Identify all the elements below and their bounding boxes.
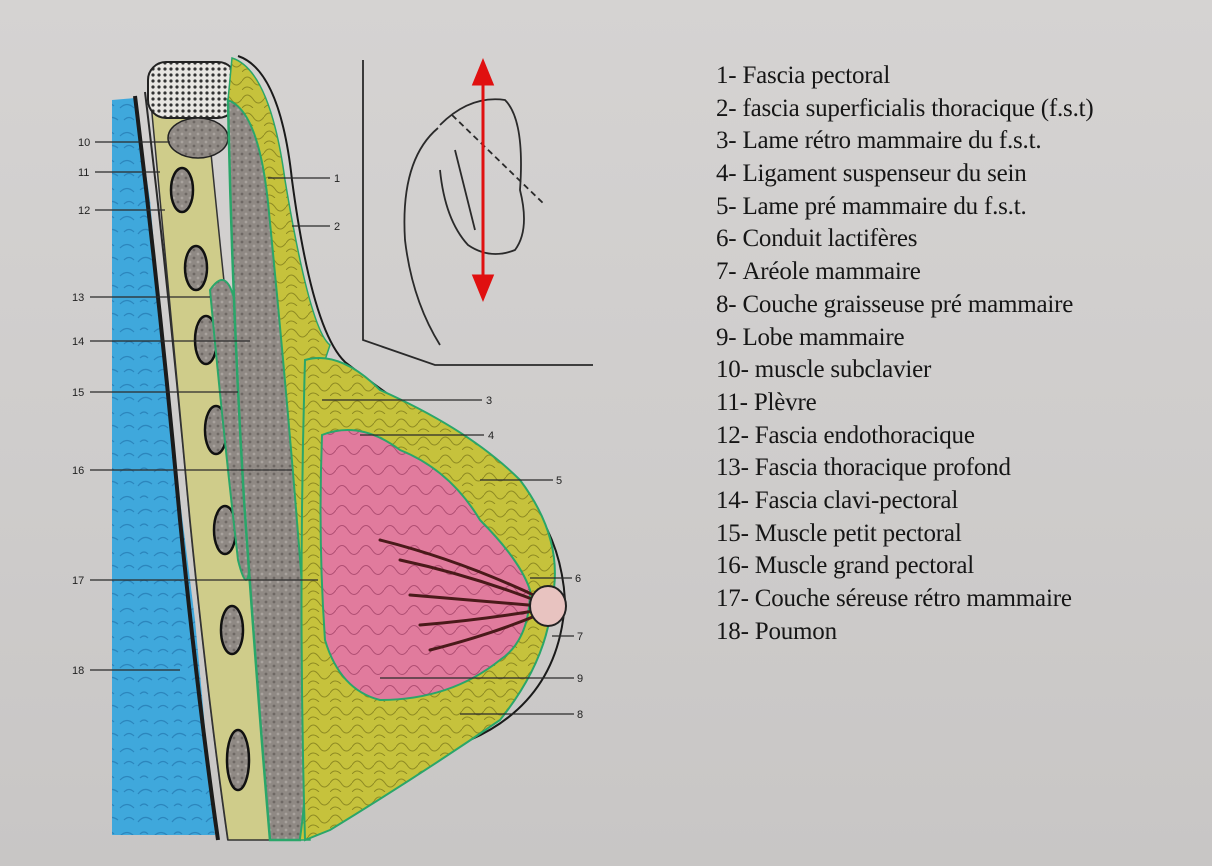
callout-number-8: 8	[577, 709, 583, 721]
legend-item: 17-Couche séreuse rétro mammaire	[716, 583, 1212, 616]
legend-item-text: Fascia pectoral	[742, 62, 890, 89]
legend-item-number: 17-	[716, 585, 749, 612]
legend-item-text: Ligament suspenseur du sein	[742, 160, 1026, 187]
legend-item-text: Muscle grand pectoral	[755, 552, 974, 579]
legend-item: 8-Couche graisseuse pré mammaire	[716, 289, 1212, 322]
legend-item-text: Lobe mammaire	[742, 324, 904, 351]
legend-item-number: 9-	[716, 324, 736, 351]
legend-item-text: Conduit lactifères	[742, 225, 917, 252]
legend-item-text: Couche graisseuse pré mammaire	[742, 291, 1073, 318]
nipple	[530, 586, 566, 626]
callout-number-2: 2	[334, 221, 340, 233]
callout-number-13: 13	[72, 292, 84, 304]
clavicle	[148, 62, 236, 118]
legend-item: 16-Muscle grand pectoral	[716, 550, 1212, 583]
legend-item-number: 10-	[716, 356, 749, 383]
legend-item: 15-Muscle petit pectoral	[716, 518, 1212, 551]
subclavius-muscle	[168, 118, 228, 158]
legend-item: 11-Plèvre	[716, 387, 1212, 420]
legend-item-text: Poumon	[755, 618, 837, 645]
legend-item-number: 1-	[716, 62, 736, 89]
legend-item-text: Fascia clavi-pectoral	[755, 487, 958, 514]
legend-item-text: Plèvre	[754, 389, 817, 416]
legend-list: 1-Fascia pectoral2-fascia superficialis …	[716, 60, 1212, 648]
legend-item-text: Couche séreuse rétro mammaire	[755, 585, 1072, 612]
legend-item-text: Fascia thoracique profond	[755, 454, 1011, 481]
legend-item: 9-Lobe mammaire	[716, 322, 1212, 355]
legend-item-number: 2-	[716, 95, 736, 122]
breast-anatomy-diagram: 123456789101112131415161718	[0, 0, 720, 866]
callout-number-15: 15	[72, 387, 84, 399]
callout-number-3: 3	[486, 395, 492, 407]
legend-item: 5-Lame pré mammaire du f.s.t.	[716, 191, 1212, 224]
legend-item: 7-Aréole mammaire	[716, 256, 1212, 289]
inset-torso	[363, 60, 593, 365]
legend-item-text: Aréole mammaire	[742, 258, 920, 285]
legend-item-number: 8-	[716, 291, 736, 318]
legend-item-number: 18-	[716, 618, 749, 645]
callout-number-11: 11	[78, 167, 89, 179]
callout-number-5: 5	[556, 475, 562, 487]
callout-number-6: 6	[575, 573, 581, 585]
legend-item-number: 5-	[716, 193, 736, 220]
legend-item-number: 12-	[716, 422, 749, 449]
legend-item-number: 4-	[716, 160, 736, 187]
legend-item-number: 13-	[716, 454, 749, 481]
callout-number-14: 14	[72, 336, 84, 348]
callout-number-10: 10	[78, 137, 90, 149]
legend-item-text: Lame pré mammaire du f.s.t.	[742, 193, 1026, 220]
legend-item-text: fascia superficialis thoracique (f.s.t)	[742, 95, 1093, 122]
legend-item: 4-Ligament suspenseur du sein	[716, 158, 1212, 191]
legend-item-text: Muscle petit pectoral	[755, 520, 962, 547]
legend-item-number: 6-	[716, 225, 736, 252]
legend-item-number: 3-	[716, 127, 736, 154]
legend-item: 18-Poumon	[716, 616, 1212, 649]
legend-item-text: muscle subclavier	[755, 356, 931, 383]
legend-item: 13-Fascia thoracique profond	[716, 452, 1212, 485]
callout-number-4: 4	[488, 430, 494, 442]
callout-number-17: 17	[72, 575, 84, 587]
legend-item-text: Fascia endothoracique	[755, 422, 975, 449]
legend-item: 6-Conduit lactifères	[716, 223, 1212, 256]
callout-number-12: 12	[78, 205, 90, 217]
callout-number-1: 1	[334, 173, 340, 185]
legend-item-number: 7-	[716, 258, 736, 285]
callout-number-7: 7	[577, 631, 583, 643]
legend-item: 3-Lame rétro mammaire du f.s.t.	[716, 125, 1212, 158]
red-arrow	[474, 62, 492, 298]
legend-item: 10-muscle subclavier	[716, 354, 1212, 387]
callout-number-16: 16	[72, 465, 84, 477]
callout-number-18: 18	[72, 665, 84, 677]
legend-item-number: 15-	[716, 520, 749, 547]
legend-item: 2-fascia superficialis thoracique (f.s.t…	[716, 93, 1212, 126]
legend-item: 1-Fascia pectoral	[716, 60, 1212, 93]
legend-item-number: 11-	[716, 389, 748, 416]
legend-item-number: 14-	[716, 487, 749, 514]
callout-number-9: 9	[577, 673, 583, 685]
legend-item: 14-Fascia clavi-pectoral	[716, 485, 1212, 518]
legend-item-text: Lame rétro mammaire du f.s.t.	[742, 127, 1041, 154]
legend-item: 12-Fascia endothoracique	[716, 420, 1212, 453]
legend-item-number: 16-	[716, 552, 749, 579]
